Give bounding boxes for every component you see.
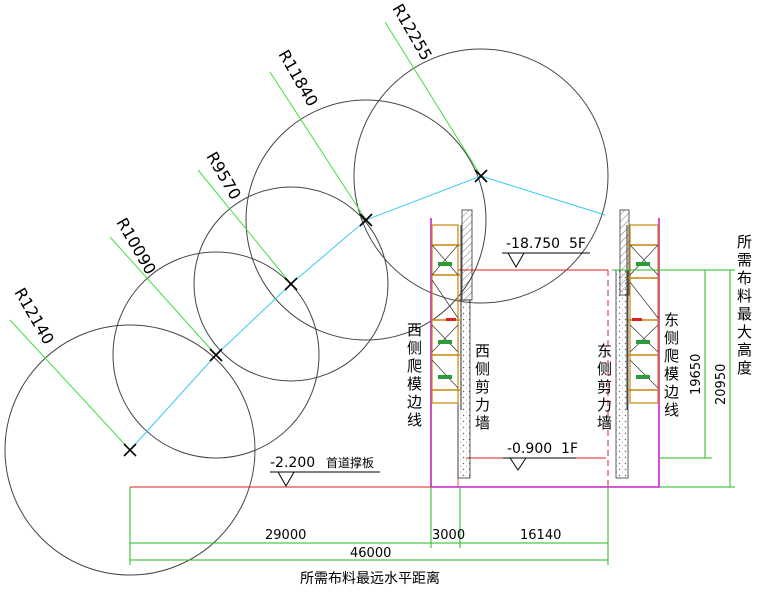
hdim-text-d1: 29000 (265, 528, 306, 543)
level-text-low: -2.200 (270, 455, 315, 471)
east-brace-6 (629, 359, 659, 389)
hdim-text-d3: 16140 (520, 528, 561, 543)
pivot-marker-2 (209, 348, 223, 362)
level-note-low: 首道撑板 (326, 455, 374, 470)
level-marker-top (502, 252, 590, 269)
east-formwork-braces (629, 244, 659, 389)
radius-leaders (9, 21, 482, 451)
radius-leader-3 (197, 169, 292, 285)
radius-leader-4 (269, 71, 367, 221)
pivot-markers (123, 169, 488, 457)
right-height-label: 所需布料最大高度 (737, 233, 752, 377)
site-boundary (430, 218, 660, 488)
west-plank-green-3 (438, 375, 452, 379)
pivot-marker-3 (284, 277, 298, 291)
west-climb-label: 西侧爬模边线 (407, 321, 422, 429)
level-text-top: -18.750 5F (506, 236, 586, 252)
bottom-caption: 所需布料最远水平距离 (300, 570, 440, 587)
east-core-column (619, 209, 630, 296)
east-formwork-frame (629, 224, 659, 404)
west-brace-2 (431, 244, 459, 276)
pivot-marker-1 (123, 443, 137, 457)
west-plank-green-2 (438, 340, 452, 344)
level-markers (270, 252, 590, 488)
west-plank-green (438, 262, 452, 266)
west-formwork-frame (431, 224, 459, 404)
west-plank-red (446, 318, 456, 321)
radius-leader-1 (9, 319, 131, 451)
boom-path (129, 175, 606, 451)
east-wall-assembly (615, 209, 659, 479)
radius-label-2: R10090 (113, 215, 160, 278)
east-plank-green-3 (636, 375, 650, 379)
west-wall-label: 西侧剪力墙 (475, 342, 490, 432)
east-climb-label: 东侧爬模边线 (664, 311, 679, 419)
radius-label-3: R9570 (203, 149, 245, 203)
pivot-marker-4 (359, 213, 373, 227)
vdim-outer-text: 20950 (714, 364, 729, 405)
east-brace-5 (629, 324, 659, 353)
east-plank-green-2 (636, 340, 650, 344)
east-formwork-decks (628, 244, 658, 391)
east-shear-wall (615, 269, 629, 479)
reach-circle-3 (193, 186, 389, 382)
level-marker-mid (503, 457, 576, 471)
radius-leader-5 (384, 21, 482, 177)
east-plank-green (636, 262, 650, 266)
reach-circle-4 (245, 99, 487, 341)
reach-circles (4, 48, 609, 576)
west-brace-5 (431, 324, 459, 353)
level-marker-low (270, 471, 380, 488)
hdim-text-d2: 3000 (432, 528, 465, 543)
west-brace-6 (431, 359, 459, 389)
west-core-column (461, 209, 473, 301)
reach-circle-2 (112, 251, 320, 459)
radius-leader-2 (109, 236, 217, 356)
vertical-dimensions (612, 269, 735, 488)
level-text-mid: -0.900 1F (507, 441, 578, 457)
east-plank-red (632, 318, 642, 321)
west-wall-assembly (431, 209, 473, 479)
east-brace-3 (629, 281, 659, 319)
east-wall-label: 东侧剪力墙 (597, 342, 612, 432)
reach-circle-5 (353, 48, 609, 304)
west-shear-wall (457, 299, 471, 479)
radius-label-4: R11840 (275, 47, 322, 110)
pivot-marker-5 (474, 169, 488, 183)
vdim-inner-text: 19650 (689, 354, 704, 395)
hdim-text-total: 46000 (350, 546, 391, 561)
horizontal-dimensions (129, 487, 609, 565)
radius-label-5: R12255 (389, 1, 436, 64)
west-brace-3 (431, 279, 459, 319)
west-formwork-braces (431, 244, 459, 389)
radius-label-1: R12140 (11, 285, 58, 348)
